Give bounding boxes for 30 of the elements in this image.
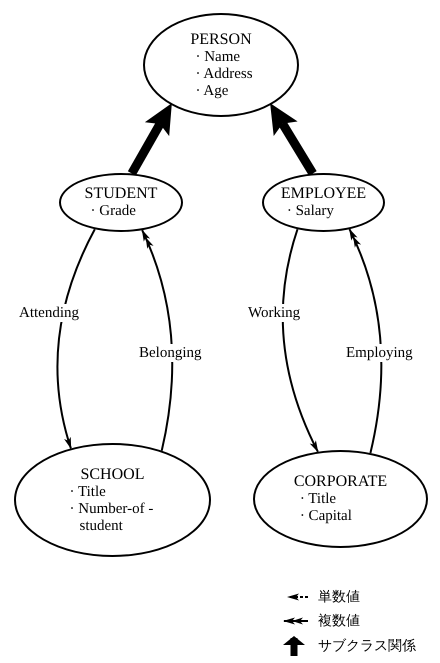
entity-ellipse xyxy=(14,443,211,557)
edge-label: Attending xyxy=(18,304,80,322)
entity-ellipse xyxy=(59,173,183,232)
attribute-item: · Capital xyxy=(300,508,352,525)
entity-name: STUDENT xyxy=(84,185,158,203)
attribute-item: · Age xyxy=(195,82,228,100)
edge-label: Belonging xyxy=(138,344,202,362)
legend-label: 複数値 xyxy=(318,612,360,630)
attribute-item: · Grade xyxy=(90,203,136,220)
attribute-item: · Title xyxy=(300,491,336,508)
entity-ellipse xyxy=(253,450,428,548)
edge-label: Employing xyxy=(345,344,414,362)
entity-name: SCHOOL xyxy=(80,466,144,484)
legend-label: サブクラス関係 xyxy=(318,637,416,655)
attribute-item: · Name xyxy=(195,48,240,66)
subclass-arrow xyxy=(128,103,172,176)
edge-label: Working xyxy=(247,304,302,322)
relationship-arrow xyxy=(56,228,96,450)
attribute-item: · Address xyxy=(195,66,253,82)
relationship-arrow xyxy=(282,228,319,453)
attribute-item: · Number-of -student xyxy=(70,500,154,534)
entity-name: PERSON xyxy=(190,30,252,48)
attribute-item: · Salary xyxy=(286,203,334,220)
legend-label: 単数値 xyxy=(318,588,360,606)
attribute-item: · Title xyxy=(70,484,107,500)
entity-name: EMPLOYEE xyxy=(280,185,366,203)
entity-ellipse xyxy=(262,173,385,232)
subclass-arrow xyxy=(270,103,317,176)
entity-name: CORPORATE xyxy=(294,473,388,491)
entity-ellipse xyxy=(143,13,299,117)
